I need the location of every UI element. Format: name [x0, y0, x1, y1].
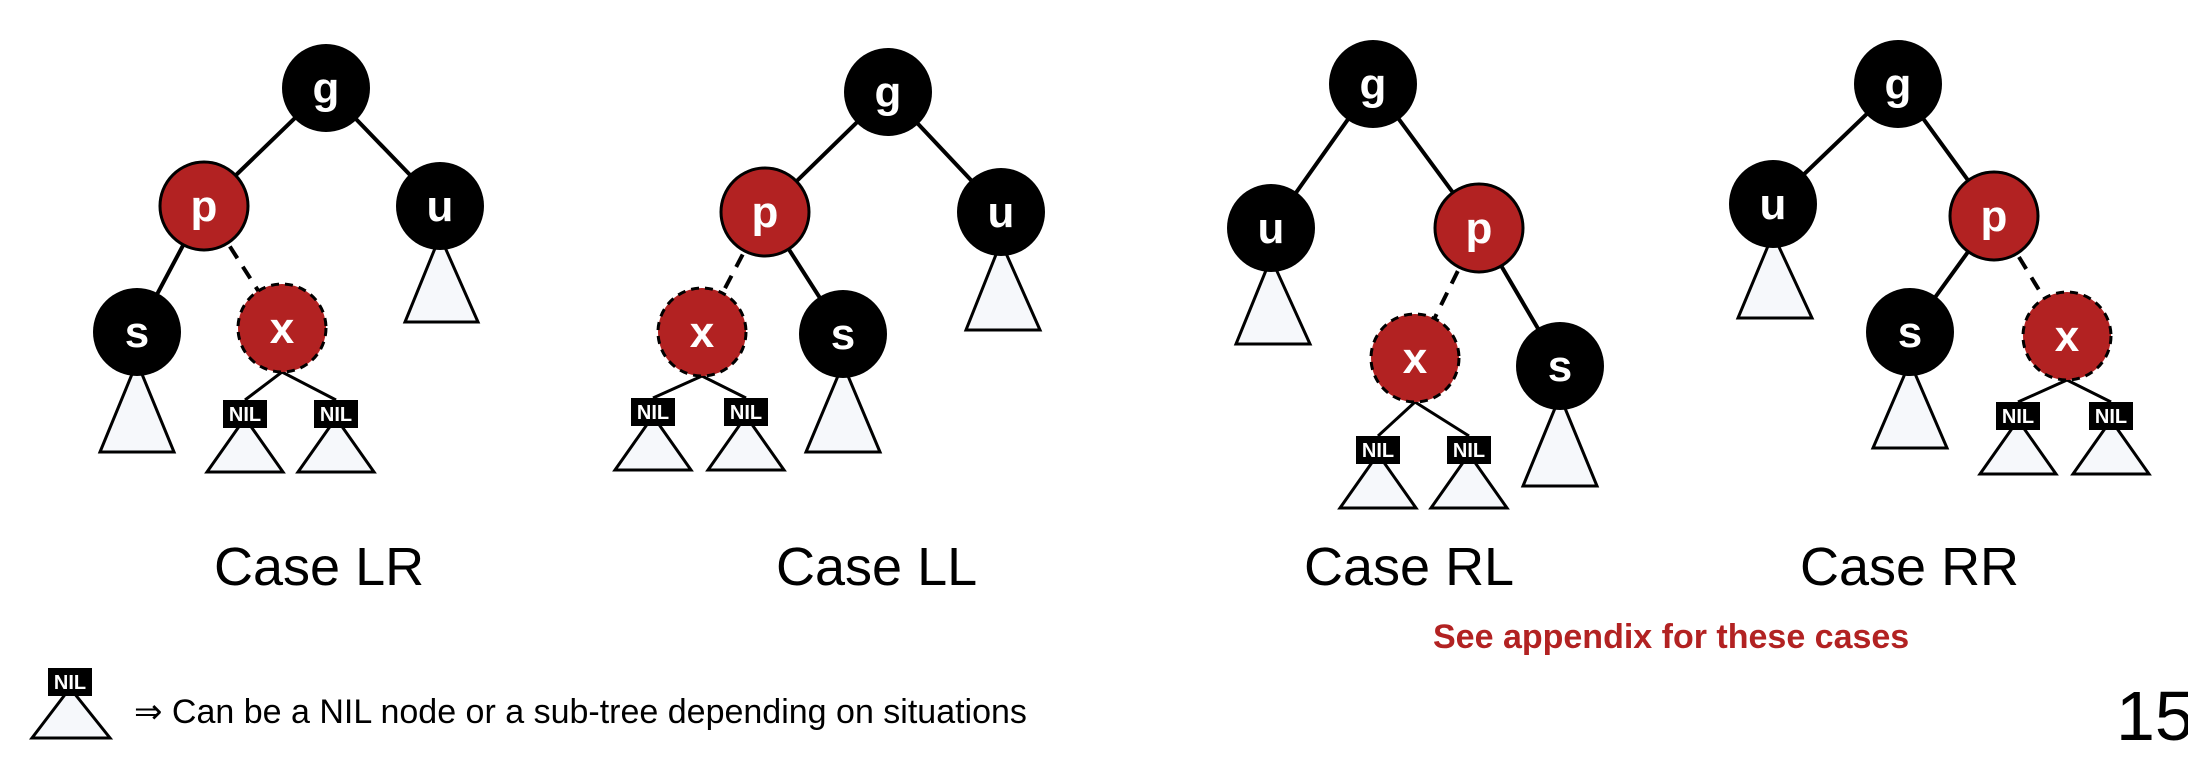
node-x-label: x [270, 304, 295, 353]
subtree-triangle-s [803, 360, 883, 454]
subtree-triangle-s [1520, 392, 1600, 488]
legend-subtree-triangle [28, 685, 114, 740]
node-p [719, 166, 811, 258]
node-x-label: x [1403, 334, 1428, 383]
node-u-label: u [1258, 204, 1285, 253]
node-u-label: u [1760, 180, 1787, 229]
node-g [1329, 40, 1417, 128]
node-u [396, 162, 484, 250]
nil-label-left: NIL [229, 404, 261, 426]
subtree-triangle-u [402, 232, 481, 324]
nil-label-left: NIL [1362, 440, 1394, 462]
subtree-triangle-nil-right [1428, 451, 1510, 510]
nil-box-left [631, 398, 675, 426]
subtree-triangle-nil-left [1337, 451, 1419, 510]
subtree-triangle-nil-right [295, 415, 377, 474]
edge-x-nil-right [1414, 400, 1470, 438]
subtree-triangle-u [963, 238, 1043, 332]
edge-x-nil-right [281, 370, 337, 402]
subtree-triangle-nil-right [2070, 417, 2152, 476]
nil-label-right: NIL [730, 402, 762, 424]
node-p-label: p [752, 188, 779, 237]
node-p [1948, 170, 2040, 262]
nil-label-left: NIL [2002, 406, 2034, 428]
node-g-label: g [1360, 60, 1387, 109]
edge-x-nil-right [701, 374, 747, 400]
node-u [957, 168, 1045, 256]
edge-x-nil-left [1376, 400, 1417, 438]
node-p [1433, 182, 1525, 274]
node-u [1729, 160, 1817, 248]
node-g [844, 48, 932, 136]
nil-box-left [223, 400, 267, 428]
case-ll-tree: g p u x s NIL NIL [612, 48, 1045, 472]
case-ll-caption: Case LL [776, 537, 978, 597]
node-g [282, 44, 370, 132]
node-s-label: s [125, 308, 149, 357]
node-p-label: p [1466, 204, 1493, 253]
nil-label-right: NIL [320, 404, 352, 426]
node-s-label: s [1898, 308, 1922, 357]
node-u-label: u [427, 182, 454, 231]
subtree-triangle-nil-left [1977, 417, 2059, 476]
node-g-label: g [1885, 60, 1912, 109]
node-s [1866, 288, 1954, 376]
edge-x-nil-right [2066, 378, 2112, 404]
node-s-label: s [1548, 342, 1572, 391]
case-lr-tree: g p u s x NIL NIL [93, 44, 484, 474]
subtree-triangle-s [1870, 358, 1950, 450]
node-s [1516, 322, 1604, 410]
node-g-label: g [313, 64, 340, 113]
nil-box-right [724, 398, 768, 426]
nil-box-right [314, 400, 358, 428]
node-x-label: x [690, 308, 715, 357]
subtree-triangle-nil-right [705, 413, 787, 472]
edge-x-nil-left [244, 370, 283, 402]
node-p [158, 160, 250, 252]
node-x [236, 282, 328, 374]
subtree-triangle-u [1735, 230, 1815, 320]
nil-label-right: NIL [2095, 406, 2127, 428]
node-p-label: p [1981, 192, 2008, 241]
node-x [656, 286, 748, 378]
legend-nil-box [48, 668, 92, 696]
subtree-triangle-nil-left [204, 415, 286, 474]
legend-nil-icon: NIL [28, 668, 114, 740]
edge-x-nil-left [652, 374, 703, 400]
node-s-label: s [831, 310, 855, 359]
appendix-note: See appendix for these cases [1433, 618, 1910, 656]
nil-box-right [2089, 402, 2133, 430]
case-lr-caption: Case LR [214, 537, 425, 597]
page-number: 15 [2116, 677, 2188, 755]
nil-box-left [1356, 436, 1400, 464]
case-rr-tree: g u p s x NIL NIL [1729, 40, 2152, 476]
case-rr-caption: Case RR [1800, 537, 2020, 597]
node-s [799, 290, 887, 378]
subtree-triangle-nil-left [612, 413, 694, 472]
node-u-label: u [988, 188, 1015, 237]
edge-x-nil-left [2017, 378, 2068, 404]
nil-label-right: NIL [1453, 440, 1485, 462]
node-x [1369, 312, 1461, 404]
nil-box-left [1996, 402, 2040, 430]
node-x-label: x [2055, 312, 2080, 361]
subtree-triangle-u [1233, 254, 1313, 346]
case-rl-tree: g u p x s NIL NIL [1227, 40, 1604, 510]
node-u [1227, 184, 1315, 272]
node-p-label: p [191, 182, 218, 231]
node-x [2021, 290, 2113, 382]
nil-box-right [1447, 436, 1491, 464]
node-g-label: g [875, 68, 902, 117]
case-rl-caption: Case RL [1304, 537, 1515, 597]
legend-text: ⇒ Can be a NIL node or a sub-tree depend… [134, 693, 1027, 731]
legend-nil-label: NIL [54, 672, 86, 694]
subtree-triangle-s [97, 358, 177, 454]
nil-label-left: NIL [637, 402, 669, 424]
node-g [1854, 40, 1942, 128]
node-s [93, 288, 181, 376]
